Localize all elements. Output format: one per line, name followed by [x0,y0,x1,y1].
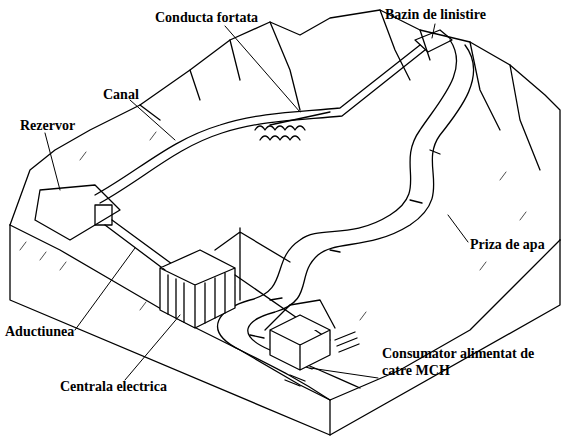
block-corner [329,400,330,435]
station-siding [168,273,225,323]
power-station [160,250,235,328]
leader-line [448,215,468,242]
reservoir [35,185,120,240]
reservoir-intake [95,205,112,225]
leader-line [432,24,435,38]
penstock-upper [270,112,330,125]
part-label: Priza de apa [470,236,545,253]
canal [100,50,425,203]
headrace-pipe [105,220,172,270]
leader-line [75,248,135,330]
leader-line [125,315,180,380]
consumer-house [270,315,330,370]
leader-line [45,133,60,190]
mountain-fold [230,10,540,170]
trees [255,126,305,140]
mountain-ridge [10,10,560,240]
part-label: Bazin de linistire [385,6,486,23]
canal [95,45,420,195]
log-pile [285,332,359,386]
part-label: Conducta fortata [155,9,258,26]
river [248,45,474,388]
part-label: Centrala electrica [60,378,167,395]
part-label: Aductiunea [5,323,74,340]
part-label: Consumator alimentat de catre MCH [382,345,542,379]
part-label: Canal [103,86,139,103]
mountain-fold [140,30,430,120]
part-label: Rezervor [20,117,75,134]
terrain-front-edge [10,225,560,400]
leader-line [130,100,175,140]
leader-line [225,26,300,112]
house-roof [265,300,335,330]
crane [215,228,290,300]
terrain-hatching [20,132,526,320]
power-line [235,275,330,340]
leader-line [310,368,378,378]
